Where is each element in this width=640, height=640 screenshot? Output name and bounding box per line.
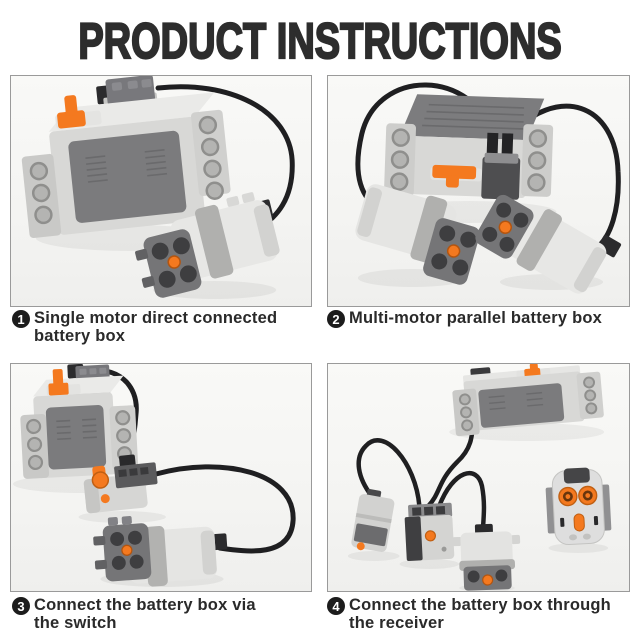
caption-4: 4 Connect the battery box through the re… (327, 596, 640, 633)
instruction-panel-2 (327, 75, 630, 307)
panel-1-illustration (21, 76, 295, 299)
panel-2-illustration (355, 82, 622, 294)
battery-door (478, 383, 565, 428)
ir-window (563, 467, 590, 484)
motor (135, 192, 280, 298)
caption-1: 1 Single motor direct connected battery … (12, 309, 314, 346)
panel-4-illustration (347, 364, 612, 591)
step-number-badge: 4 (327, 597, 345, 615)
ir-receiver (404, 502, 455, 562)
battery-door (68, 130, 187, 223)
connection-cable (504, 103, 621, 251)
page-title-wrap: PRODUCT INSTRUCTIONS (0, 13, 640, 69)
connection-cable (356, 438, 422, 509)
motor (93, 516, 228, 587)
battery-box (452, 364, 604, 437)
power-switch (48, 382, 69, 396)
extension-wire-plug (351, 488, 395, 552)
caption-text: Connect the battery box via the switch (34, 596, 256, 633)
power-switch (432, 164, 477, 180)
caption-2: 2 Multi-motor parallel battery box (327, 309, 640, 328)
instruction-panel-3 (10, 363, 312, 592)
connection-cable (437, 470, 487, 531)
remote-control (545, 467, 612, 546)
step-number-badge: 3 (12, 597, 30, 615)
caption-3: 3 Connect the battery box via the switch (12, 596, 314, 633)
connection-cable (155, 84, 295, 231)
battery-door (45, 405, 107, 470)
polarity-switch (83, 454, 158, 514)
panel-3-illustration (12, 364, 296, 587)
motor (452, 523, 521, 591)
battery-box (21, 76, 231, 239)
page-title: PRODUCT INSTRUCTIONS (77, 13, 562, 69)
instruction-panel-1 (10, 75, 312, 307)
connection-cable (153, 464, 296, 554)
step-number-badge: 1 (12, 310, 30, 328)
caption-text: Connect the battery box through the rece… (349, 596, 611, 633)
battery-box (384, 94, 554, 200)
battery-box (20, 364, 139, 479)
step-number-badge: 2 (327, 310, 345, 328)
caption-text: Multi-motor parallel battery box (349, 309, 603, 327)
motor (475, 194, 622, 294)
power-switch (57, 110, 86, 129)
instruction-panel-4 (327, 363, 630, 592)
motor (355, 184, 480, 285)
caption-text: Single motor direct connected battery bo… (34, 309, 278, 346)
